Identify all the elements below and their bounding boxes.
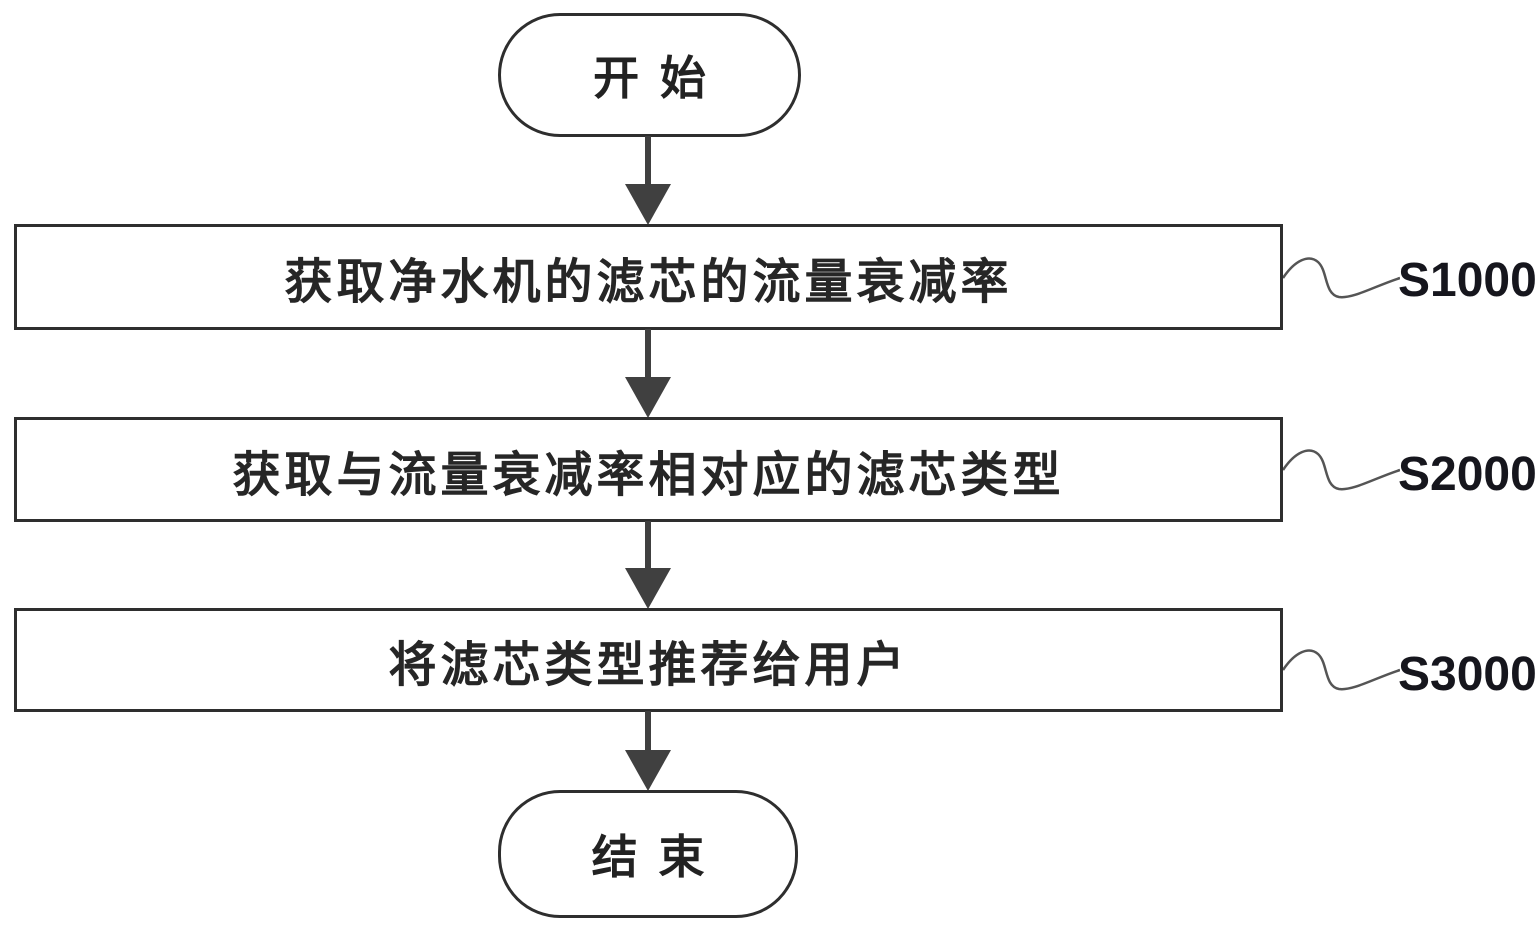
step-label-s1000: S1000 [1398,252,1537,308]
process-box-s3000: 将滤芯类型推荐给用户 [14,608,1283,712]
process-box-s1000-label: 获取净水机的滤芯的流量衰减率 [284,256,1013,309]
process-box-s3000-label: 将滤芯类型推荐给用户 [388,639,909,692]
arrow-stem [645,521,651,568]
process-box-s2000: 获取与流量衰减率相对应的滤芯类型 [14,417,1283,522]
arrow-head-icon [625,568,671,609]
squiggle-connector-s3000 [1283,649,1400,691]
end-terminal-label: 结束 [591,832,726,883]
process-box-s1000: 获取净水机的滤芯的流量衰减率 [14,224,1283,330]
down-arrow-connector-3 [625,521,671,609]
start-terminal-label: 开始 [593,53,727,104]
end-terminal: 结束 [498,790,798,918]
arrow-head-icon [625,750,671,791]
process-box-s2000-label: 获取与流量衰减率相对应的滤芯类型 [232,448,1065,502]
squiggle-connector-s1000 [1283,257,1400,299]
arrow-head-icon [625,184,671,225]
squiggle-connector-s2000 [1283,449,1400,491]
step-label-s3000-text: S3000 [1398,647,1537,701]
arrow-stem [645,329,651,377]
step-label-s2000-text: S2000 [1398,447,1537,501]
arrow-stem [645,136,651,184]
step-label-s1000-text: S1000 [1398,253,1537,307]
arrow-head-icon [625,377,671,418]
down-arrow-connector-4 [625,711,671,791]
step-label-s3000: S3000 [1398,646,1537,702]
step-label-s2000: S2000 [1398,446,1537,502]
start-terminal: 开始 [498,13,801,137]
down-arrow-connector-1 [625,136,671,225]
down-arrow-connector-2 [625,329,671,418]
arrow-stem [645,711,651,750]
